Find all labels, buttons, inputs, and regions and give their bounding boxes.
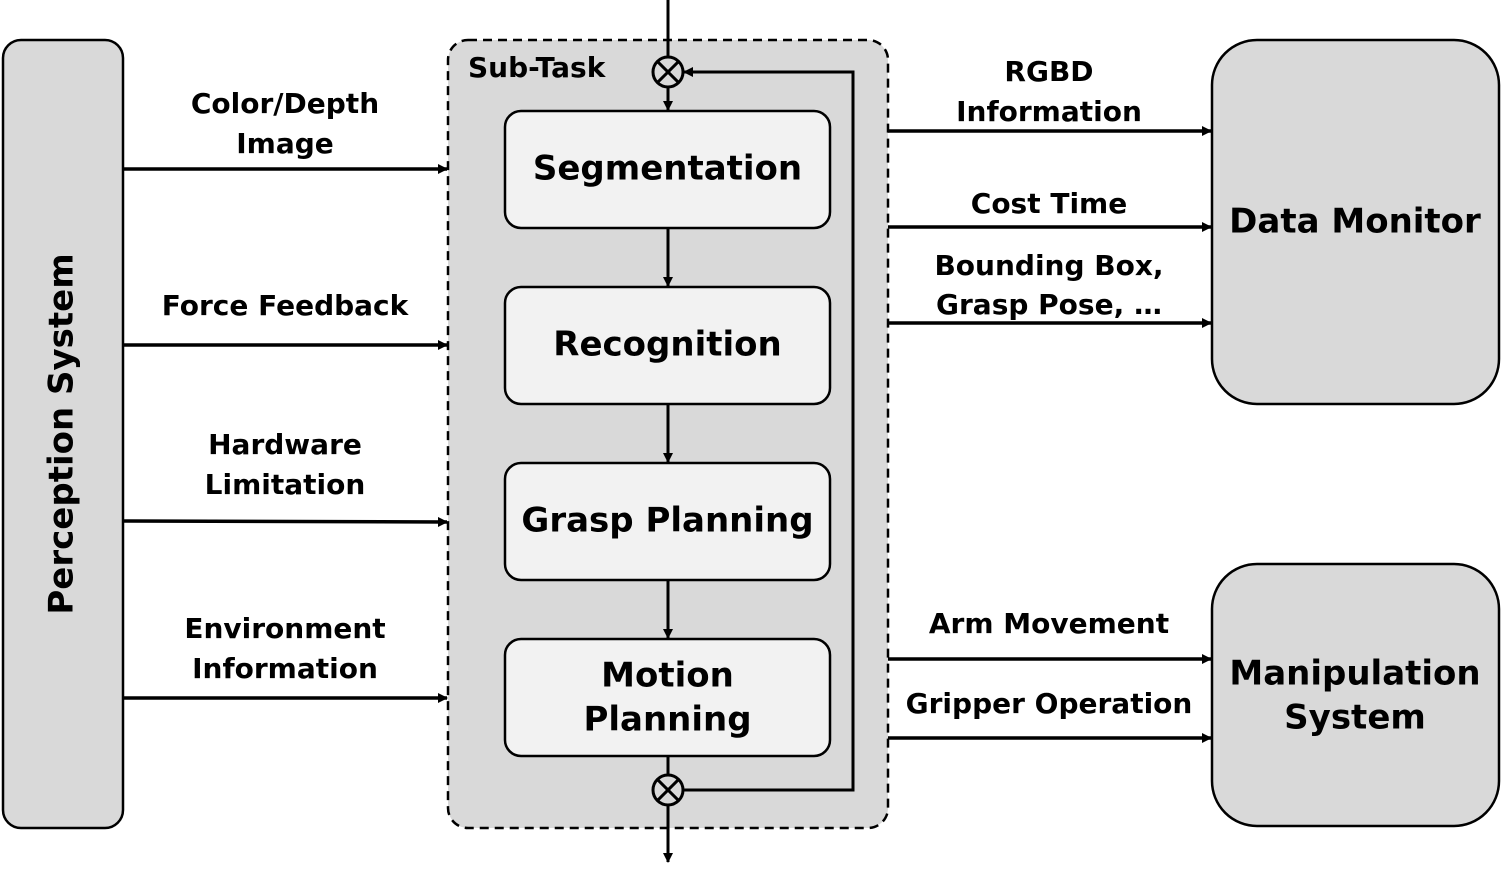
subtask-title: Sub-Task <box>468 51 607 84</box>
subtask-flow <box>663 0 855 863</box>
output-label-cost-time: Cost Time <box>971 187 1127 220</box>
data-monitor-block: Data Monitor <box>1210 38 1501 406</box>
input-labels: Color/Depth Image Force Feedback Hardwar… <box>162 87 410 685</box>
output-label-bbox-line1: Bounding Box, <box>934 249 1163 282</box>
step-segmentation: Segmentation <box>503 109 832 230</box>
output-label-gripper-operation: Gripper Operation <box>906 687 1193 720</box>
step-segmentation-label: Segmentation <box>533 149 802 189</box>
step-motion-planning-label-line2: Planning <box>583 700 751 740</box>
step-motion-planning-label-line1: Motion <box>601 656 734 696</box>
output-arrows <box>888 126 1212 743</box>
output-labels: RGBD Information Cost Time Bounding Box,… <box>906 55 1193 720</box>
junction-top-icon <box>651 55 685 89</box>
data-monitor-label: Data Monitor <box>1229 202 1481 242</box>
input-label-hardware-line2: Limitation <box>205 468 366 501</box>
perception-system-block: Perception System <box>1 38 125 830</box>
output-label-arm-movement: Arm Movement <box>929 607 1169 640</box>
perception-system-label: Perception System <box>42 253 82 614</box>
step-recognition: Recognition <box>503 285 832 406</box>
manipulation-system-label-line1: Manipulation <box>1229 654 1480 694</box>
step-recognition-label: Recognition <box>553 325 781 365</box>
input-label-color-depth-line1: Color/Depth <box>191 87 379 120</box>
step-grasp-planning: Grasp Planning <box>503 461 832 582</box>
output-label-rgbd-line1: RGBD <box>1004 55 1093 88</box>
input-label-hardware-line1: Hardware <box>208 428 362 461</box>
input-arrows <box>122 164 448 703</box>
manipulation-system-label-line2: System <box>1284 698 1426 738</box>
output-label-rgbd-line2: Information <box>956 95 1142 128</box>
manipulation-system-block: Manipulation System <box>1210 562 1501 828</box>
input-label-color-depth-line2: Image <box>236 127 334 160</box>
step-grasp-planning-label: Grasp Planning <box>521 501 813 541</box>
step-motion-planning: Motion Planning <box>503 637 832 758</box>
junction-bottom-icon <box>651 773 685 807</box>
input-label-environment-line1: Environment <box>184 612 385 645</box>
input-label-force-feedback: Force Feedback <box>162 289 410 322</box>
input-label-environment-line2: Information <box>192 652 378 685</box>
output-label-bbox-line2: Grasp Pose, … <box>936 288 1162 321</box>
